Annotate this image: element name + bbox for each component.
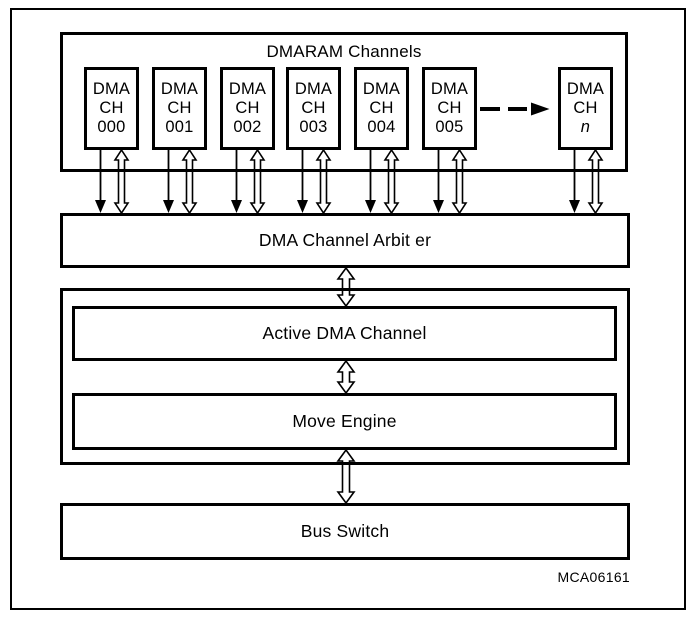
dma-channel-label-line: 004 — [367, 118, 396, 136]
dma-channel-label-line: CH — [369, 99, 394, 117]
active-dma-channel-label: Active DMA Channel — [262, 323, 427, 343]
figure-code-label: MCA06161 — [557, 569, 630, 585]
dma-channel-arbiter-box: DMA Channel Arbit er — [60, 213, 630, 268]
active-dma-channel-box: Active DMA Channel — [72, 306, 617, 361]
bus-switch-box: Bus Switch — [60, 503, 630, 560]
dma-channel-label-line: CH — [301, 99, 326, 117]
dma-channel-label-line: DMA — [92, 80, 131, 98]
dma-channel-label-line: 000 — [97, 118, 126, 136]
dma-channel-label-line: DMA — [228, 80, 267, 98]
dma-channel-label-line: CH — [437, 99, 462, 117]
dma-channel-label-line: CH — [99, 99, 124, 117]
dma-channel-label-line: CH — [167, 99, 192, 117]
bus-switch-label: Bus Switch — [300, 521, 390, 541]
dma-channel-arbiter-label: DMA Channel Arbit er — [258, 230, 432, 250]
dma-channel-label-line: DMA — [362, 80, 401, 98]
dma-channel-label-line: 005 — [435, 118, 464, 136]
dma-channel-label-line: CH — [235, 99, 260, 117]
move-engine-box: Move Engine — [72, 393, 617, 450]
dma-channel-label-line: CH — [573, 99, 598, 117]
dma-channel-label-line: DMA — [294, 80, 333, 98]
dma-channel-label-line: n — [580, 118, 591, 136]
move-engine-label: Move Engine — [292, 411, 397, 431]
dmaram-channels-group-box: DMARAM Channels — [60, 32, 628, 172]
dma-channel-label-line: 003 — [299, 118, 328, 136]
dmaram-channels-title: DMARAM Channels — [266, 42, 422, 61]
dma-channel-label-line: DMA — [430, 80, 469, 98]
dma-channel-label-line: 001 — [165, 118, 194, 136]
dma-channel-label-line: DMA — [566, 80, 605, 98]
dma-channel-label-line: DMA — [160, 80, 199, 98]
dma-channel-label-line: 002 — [233, 118, 262, 136]
